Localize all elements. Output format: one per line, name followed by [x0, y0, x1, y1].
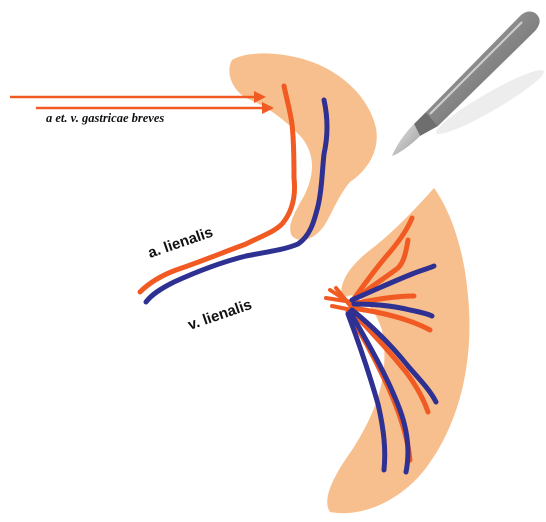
scalpel-icon: [392, 12, 546, 157]
splenic-vein-label: v. lienalis: [186, 296, 254, 334]
splenic-artery-label: a. lienalis: [146, 224, 215, 262]
lower-spleen-fragment: [327, 188, 469, 513]
short-gastric-label: a et. v. gastricae breves: [46, 111, 164, 125]
upper-spleen-fragment: [229, 53, 376, 240]
